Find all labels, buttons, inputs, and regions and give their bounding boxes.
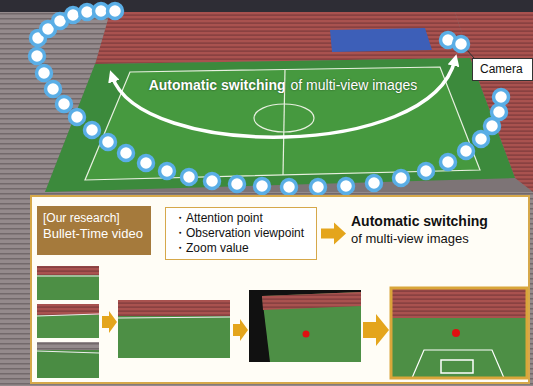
thumb-stand [37,304,99,315]
research-label-box: [Our research]Bullet-Time video [37,206,151,255]
camera-marker [474,132,489,147]
view-thumbnail [37,266,99,300]
view-background [249,290,361,362]
flow-arrow [102,311,117,333]
camera-marker [101,135,116,150]
camera-marker [339,179,354,194]
camera-marker [85,123,100,138]
camera-marker [494,90,509,105]
thumb-line [37,276,99,277]
list-item: ・Attention point [174,211,263,226]
camera-markers [30,4,509,195]
thumb-field [37,304,99,338]
switching-arrow [112,60,455,137]
near-stand [0,192,533,386]
camera-marker [205,174,220,189]
far-stand [95,12,470,64]
goal [441,360,473,373]
penalty-line [412,350,504,378]
camera-marker [30,49,45,64]
box-text: Bullet-Time video [43,226,143,242]
camera-marker [454,37,469,52]
selected-view [118,300,230,358]
flow-arrow [233,319,248,341]
camera-marker [367,176,382,191]
result-text: of multi-view images [351,231,469,247]
camera-marker [160,164,175,179]
view-frame [391,288,527,378]
thumb-field [37,342,99,378]
thumb-line [37,351,99,353]
camera-marker [182,170,197,185]
research-panel: [Our research]Bullet-Time video ・Attentio… [30,195,530,384]
panel-ground [30,195,530,384]
camera-marker [441,155,456,170]
parameter-box: ・Attention point・Observation viewpoint・Z… [165,207,317,260]
box-heading: [Our research] [43,211,120,226]
attention-point [452,329,460,337]
rotated-view [249,290,361,362]
overlay-caption: of multi-view images [291,77,418,95]
camera-marker [57,97,72,112]
attention-point [303,331,310,338]
flow-arrow [321,223,346,245]
view-stand [262,292,361,310]
camera-marker [394,171,409,186]
view-line [118,317,230,318]
panel-illustration [30,195,530,384]
result-heading: Automatic switching [351,213,488,231]
camera-marker [70,110,85,125]
view-thumbnail [37,304,99,338]
camera-marker [459,144,474,159]
thumb-stand [37,342,99,350]
camera-marker [139,156,154,171]
camera-marker [419,164,434,179]
camera-marker [255,179,270,194]
pitch [85,67,480,180]
final-view [391,288,527,378]
blue-seats [330,28,432,52]
camera-marker [492,105,507,120]
callout-text: Camera [480,62,523,77]
camera-marker [119,146,134,161]
list-item: ・Observation viewpoint [174,226,304,241]
view-stand [118,300,230,316]
view-field [391,288,527,378]
camera-marker [282,180,297,195]
list-item: ・Zoom value [174,241,249,256]
centre-circle [254,104,314,132]
camera-marker [37,66,52,81]
thumb-field [37,266,99,300]
thumb-stand [37,266,99,275]
camera-marker [108,4,123,19]
camera-marker [311,180,326,195]
view-thumbnail [37,342,99,378]
callout-box: Camera [472,58,533,81]
view-field [262,292,361,362]
camera-marker [46,82,61,97]
view-field [118,300,230,358]
view-stand [391,288,527,318]
pitch-surround [45,58,515,192]
flow-arrow [363,314,389,346]
overlay-caption: Automatic switching [149,77,286,95]
camera-marker [230,177,245,192]
thumb-line [37,314,99,316]
